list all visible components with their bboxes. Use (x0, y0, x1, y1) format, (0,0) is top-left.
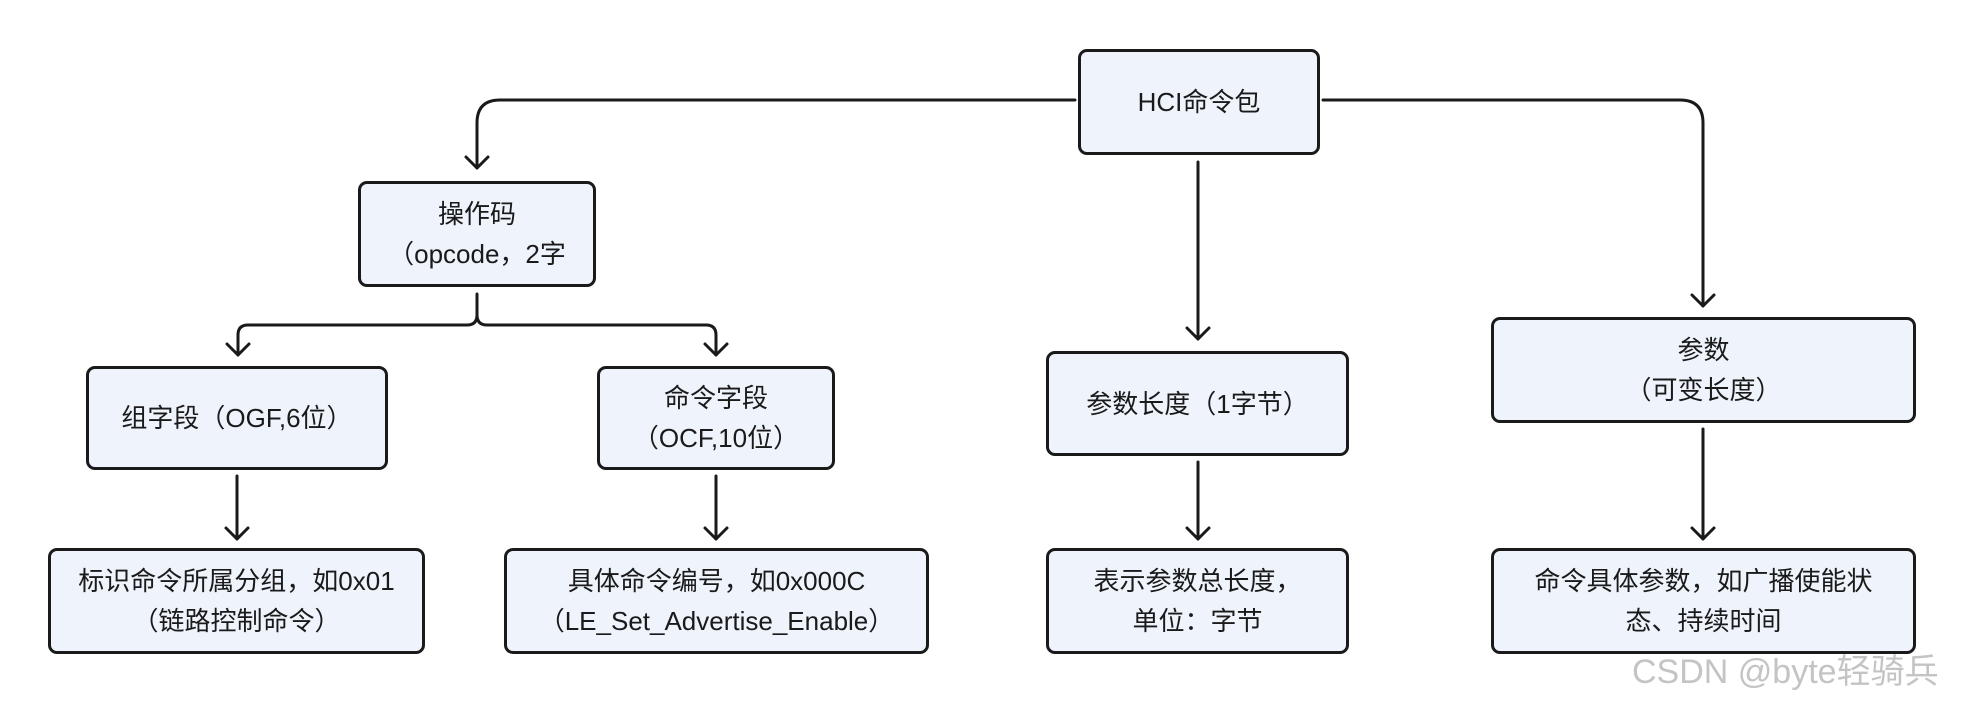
node-ogf-description-line1: 标识命令所属分组，如0x01 (78, 566, 395, 596)
node-hci-command-packet: HCI命令包 (1078, 49, 1320, 155)
node-ogf-description: 标识命令所属分组，如0x01 （链路控制命令） (48, 548, 425, 654)
node-parameters-description-line2: 态、持续时间 (1625, 606, 1782, 636)
node-ocf-description-line2: （LE_Set_Advertise_Enable） (538, 606, 895, 636)
node-parameter-length-description-line2: 单位：字节 (1132, 606, 1263, 636)
arrowhead-param-length (1185, 326, 1211, 341)
node-ogf-label: 组字段（OGF,6位） (121, 403, 353, 433)
connector-root-params (1321, 98, 1705, 308)
connector-opcode-split (236, 292, 479, 357)
node-parameters-description: 命令具体参数，如广播使能状 态、持续时间 (1491, 548, 1916, 654)
node-parameters: 参数 （可变长度） (1491, 317, 1916, 423)
node-ocf-line1: 命令字段 (663, 383, 768, 413)
arrowhead-params (1690, 293, 1716, 308)
node-ocf-line2: （OCF,10位） (632, 423, 800, 453)
arrowhead-params-desc (1690, 526, 1716, 541)
watermark: CSDN @byte轻骑兵 (1632, 653, 1939, 691)
node-parameters-line2: （可变长度） (1625, 375, 1782, 405)
arrowhead-ogf-desc (224, 526, 250, 541)
connector-root-opcode (475, 98, 1077, 170)
node-opcode-line1: 操作码 (437, 199, 516, 229)
node-ogf: 组字段（OGF,6位） (86, 366, 388, 470)
arrowhead-param-length-desc (1185, 526, 1211, 541)
node-opcode: 操作码 （opcode，2字 (358, 181, 596, 287)
connector-opcode-ocf (475, 313, 718, 357)
arrowhead-ogf (225, 342, 251, 357)
node-parameter-length-description: 表示参数总长度， 单位：字节 (1046, 548, 1349, 654)
arrowhead-ocf (703, 342, 729, 357)
node-hci-command-packet-label: HCI命令包 (1137, 87, 1261, 117)
node-parameter-length: 参数长度（1字节） (1046, 351, 1349, 456)
node-parameter-length-description-line1: 表示参数总长度， (1093, 566, 1302, 596)
arrowhead-ocf-desc (703, 526, 729, 541)
node-parameters-line1: 参数 (1677, 335, 1730, 365)
node-ogf-description-line2: （链路控制命令） (132, 606, 341, 636)
node-parameters-description-line1: 命令具体参数，如广播使能状 (1534, 566, 1873, 596)
node-ocf-description: 具体命令编号，如0x000C （LE_Set_Advertise_Enable） (504, 548, 929, 654)
node-opcode-line2: （opcode，2字 (388, 239, 566, 269)
node-ocf-description-line1: 具体命令编号，如0x000C (567, 566, 866, 596)
node-parameter-length-label: 参数长度（1字节） (1086, 388, 1309, 419)
arrowhead-opcode (464, 155, 490, 170)
node-ocf: 命令字段 （OCF,10位） (597, 366, 835, 470)
